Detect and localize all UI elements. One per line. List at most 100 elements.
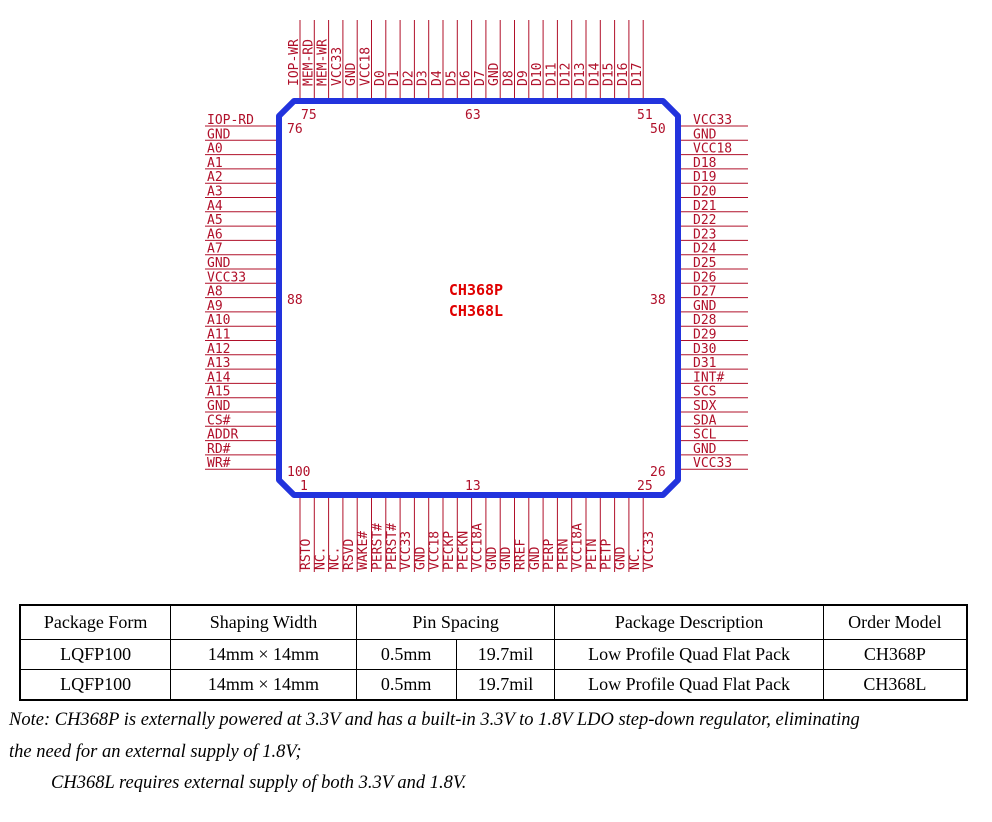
left-pin-label-vcc33: VCC33 bbox=[207, 270, 246, 285]
pin-number-76: 76 bbox=[287, 122, 303, 137]
bottom-pin-label-rsto: RSTO bbox=[299, 539, 314, 570]
bottom-pin-label-gnd: GND bbox=[499, 546, 514, 570]
top-pin-label-d17: D17 bbox=[630, 63, 645, 86]
right-pin-label-vcc33: VCC33 bbox=[693, 113, 732, 128]
right-pin-label-d19: D19 bbox=[693, 170, 716, 185]
cell-package-description: Low Profile Quad Flat Pack bbox=[554, 639, 824, 670]
bottom-pin-label-perst-n: PERST# bbox=[385, 523, 400, 570]
bottom-pin-label-perp: PERP bbox=[542, 539, 557, 570]
right-pin-label-scl: SCL bbox=[693, 428, 717, 443]
chip-body bbox=[276, 98, 681, 498]
left-pin-label-wr-n: WR# bbox=[207, 456, 231, 471]
right-pin-label-sda: SDA bbox=[693, 413, 717, 428]
right-pin-label-d29: D29 bbox=[693, 328, 716, 343]
top-pin-label-vcc18: VCC18 bbox=[359, 47, 374, 86]
cell-package-form: LQFP100 bbox=[19, 639, 172, 670]
pin-number-13: 13 bbox=[465, 479, 481, 494]
left-pin-label-a6: A6 bbox=[207, 227, 223, 242]
top-pin-label-d16: D16 bbox=[616, 63, 631, 86]
top-pin-label-d8: D8 bbox=[502, 70, 517, 86]
left-pin-label-a1: A1 bbox=[207, 156, 223, 171]
cell-shaping-width: 14mm × 14mm bbox=[170, 639, 357, 670]
right-pin-label-d23: D23 bbox=[693, 227, 716, 242]
top-pin-label-iop-wr: IOP-WR bbox=[287, 39, 302, 86]
bottom-pin-label-gnd: GND bbox=[528, 546, 543, 570]
cell-pin-spacing-mil: 19.7mil bbox=[455, 669, 556, 701]
top-pin-label-d5: D5 bbox=[444, 70, 459, 86]
right-pin-label-d21: D21 bbox=[693, 199, 716, 214]
cell-order-model: CH368P bbox=[822, 639, 968, 670]
header-shaping-width: Shaping Width bbox=[170, 604, 357, 640]
cell-pin-spacing-mil: 19.7mil bbox=[455, 639, 556, 670]
right-pin-label-vcc18: VCC18 bbox=[693, 142, 732, 157]
top-pin-label-mem-rd: MEM-RD bbox=[301, 39, 316, 86]
bottom-pin-label-vcc18a: VCC18A bbox=[571, 523, 586, 570]
left-pin-label-a13: A13 bbox=[207, 356, 230, 371]
bottom-pin-label-gnd: GND bbox=[614, 546, 629, 570]
top-pin-label-d14: D14 bbox=[587, 62, 602, 86]
pin-number-100: 100 bbox=[287, 465, 310, 480]
top-pin-label-d0: D0 bbox=[373, 70, 388, 86]
right-pin-label-d25: D25 bbox=[693, 256, 716, 271]
cell-order-model: CH368L bbox=[822, 669, 968, 701]
right-pin-label-gnd: GND bbox=[693, 299, 717, 314]
right-pin-label-d31: D31 bbox=[693, 356, 716, 371]
bottom-pin-label-gnd: GND bbox=[413, 546, 428, 570]
cell-pin-spacing-mm: 0.5mm bbox=[355, 669, 457, 701]
left-pin-label-a10: A10 bbox=[207, 313, 230, 328]
left-pin-label-a5: A5 bbox=[207, 213, 223, 228]
table-row: LQFP100 14mm × 14mm 0.5mm 19.7mil Low Pr… bbox=[19, 669, 968, 701]
chip-model-ch368l: CH368L bbox=[449, 302, 503, 320]
left-pin-label-a3: A3 bbox=[207, 185, 223, 200]
top-pin-label-d15: D15 bbox=[602, 63, 617, 86]
right-pin-label-d24: D24 bbox=[693, 242, 717, 257]
top-pin-label-vcc33: VCC33 bbox=[330, 47, 345, 86]
bottom-pin-label-petn: PETN bbox=[585, 539, 600, 570]
right-pin-label-d18: D18 bbox=[693, 156, 716, 171]
right-pin-label-d30: D30 bbox=[693, 342, 716, 357]
right-pin-label-d22: D22 bbox=[693, 213, 716, 228]
pin-number-38: 38 bbox=[650, 293, 666, 308]
header-package-description: Package Description bbox=[554, 604, 824, 640]
package-table: Package Form Shaping Width Pin Spacing P… bbox=[19, 604, 968, 701]
bottom-pin-label-gnd: GND bbox=[485, 546, 500, 570]
right-pin-label-scs: SCS bbox=[693, 385, 716, 400]
bottom-pin-label-rref: RREF bbox=[514, 539, 529, 570]
bottom-pin-label-vcc18a: VCC18A bbox=[471, 523, 486, 570]
bottom-pin-label-vcc18: VCC18 bbox=[428, 531, 443, 570]
pin-number-26: 26 bbox=[650, 465, 666, 480]
top-pin-label-d3: D3 bbox=[416, 70, 431, 86]
chip-model-ch368p: CH368P bbox=[449, 281, 503, 299]
left-pin-label-gnd: GND bbox=[207, 256, 231, 271]
left-pin-label-a4: A4 bbox=[207, 199, 223, 214]
left-pin-label-addr: ADDR bbox=[207, 428, 238, 443]
cell-package-form: LQFP100 bbox=[19, 669, 172, 701]
right-pin-label-d28: D28 bbox=[693, 313, 716, 328]
table-header-row: Package Form Shaping Width Pin Spacing P… bbox=[19, 604, 968, 640]
top-pin-label-d11: D11 bbox=[544, 63, 559, 86]
left-pin-label-a2: A2 bbox=[207, 170, 223, 185]
header-pin-spacing: Pin Spacing bbox=[355, 604, 556, 640]
pin-number-75: 75 bbox=[301, 108, 317, 123]
top-pin-label-d2: D2 bbox=[401, 70, 416, 86]
cell-shaping-width: 14mm × 14mm bbox=[170, 669, 357, 701]
right-pin-label-gnd: GND bbox=[693, 127, 717, 142]
top-pin-label-d12: D12 bbox=[559, 63, 574, 86]
top-pin-label-d13: D13 bbox=[573, 63, 588, 86]
table-row: LQFP100 14mm × 14mm 0.5mm 19.7mil Low Pr… bbox=[19, 639, 968, 670]
top-pin-label-gnd: GND bbox=[344, 62, 359, 86]
top-pin-label-d4: D4 bbox=[430, 70, 445, 86]
note-line-3: CH368L requires external supply of both … bbox=[51, 773, 467, 793]
right-pin-label-int-n: INT# bbox=[693, 370, 724, 385]
bottom-pin-label-nc: NC. bbox=[328, 547, 343, 570]
left-pin-label-a7: A7 bbox=[207, 242, 223, 257]
left-pin-label-a11: A11 bbox=[207, 328, 230, 343]
right-pin-label-sdx: SDX bbox=[693, 399, 717, 414]
pin-number-25: 25 bbox=[637, 479, 653, 494]
right-pin-label-d20: D20 bbox=[693, 185, 716, 200]
note-line-1: Note: CH368P is externally powered at 3.… bbox=[9, 710, 860, 730]
header-package-form: Package Form bbox=[19, 604, 172, 640]
top-pin-label-d10: D10 bbox=[530, 63, 545, 86]
bottom-pin-label-nc: NC. bbox=[313, 547, 328, 570]
